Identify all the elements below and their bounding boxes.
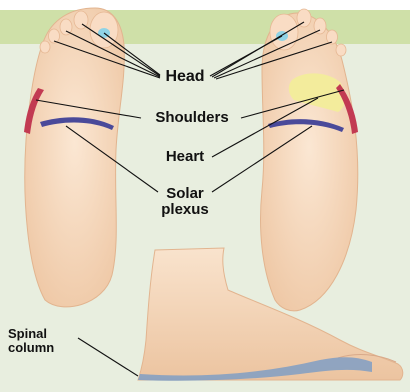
label-heart: Heart bbox=[150, 149, 220, 165]
label-spinal-column: Spinal column bbox=[8, 327, 78, 355]
label-head: Head bbox=[150, 69, 220, 85]
label-solar-plexus-line2: plexus bbox=[150, 202, 220, 218]
label-spinal-column-line1: Spinal bbox=[8, 327, 78, 341]
label-solar-plexus-line1: Solar bbox=[150, 186, 220, 202]
label-solar-plexus: Solar plexus bbox=[150, 186, 220, 218]
label-spinal-column-line2: column bbox=[8, 341, 78, 355]
label-shoulders: Shoulders bbox=[140, 110, 244, 126]
